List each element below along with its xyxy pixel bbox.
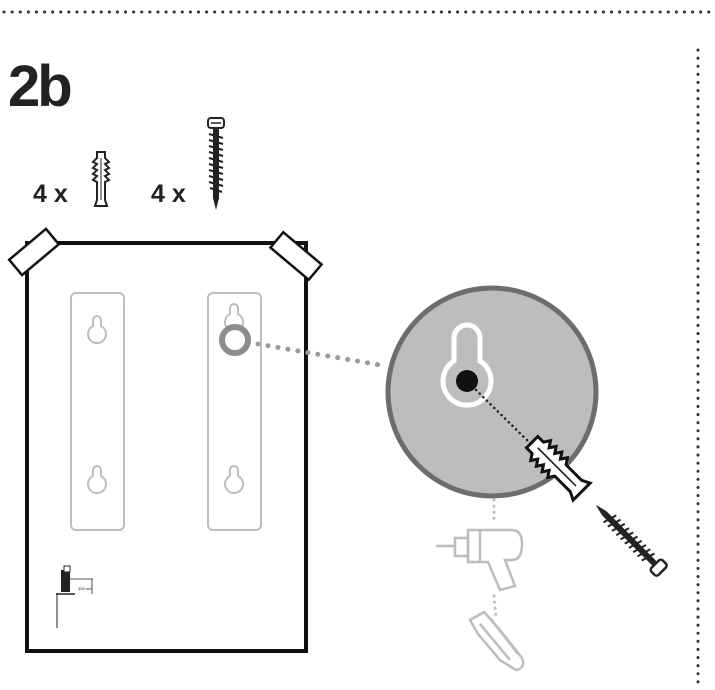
drill-hole xyxy=(456,370,478,392)
wall-panel xyxy=(7,227,324,653)
zoomed-keyhole xyxy=(440,322,494,408)
anchor-quantity: 4 x xyxy=(33,180,68,208)
screw-icon xyxy=(595,504,668,577)
keyhole-slot xyxy=(224,303,244,333)
step-label: 2b xyxy=(8,54,73,119)
speaker-height-diagram xyxy=(56,565,93,628)
screw-icon xyxy=(207,117,225,210)
zoom-connector xyxy=(255,341,389,369)
highlighted-mount-point xyxy=(219,324,251,356)
wall-anchor-icon xyxy=(91,151,111,207)
keyhole-slot xyxy=(87,465,107,495)
height-measure-label: 305 mm xyxy=(78,586,93,591)
screwdriver-connector xyxy=(492,594,498,620)
corner-protector-left xyxy=(7,227,61,277)
mounting-rail-left xyxy=(70,292,125,531)
corner-protector-right xyxy=(268,230,324,282)
mounting-rail-right xyxy=(207,292,262,531)
screw-quantity: 4 x xyxy=(151,180,186,208)
insertion-path xyxy=(474,388,537,450)
screwdriver-icon xyxy=(468,610,525,672)
wall-anchor-icon xyxy=(524,434,593,503)
keyhole-slot xyxy=(224,465,244,495)
keyhole-slot xyxy=(87,315,107,345)
drill-icon xyxy=(436,528,524,592)
